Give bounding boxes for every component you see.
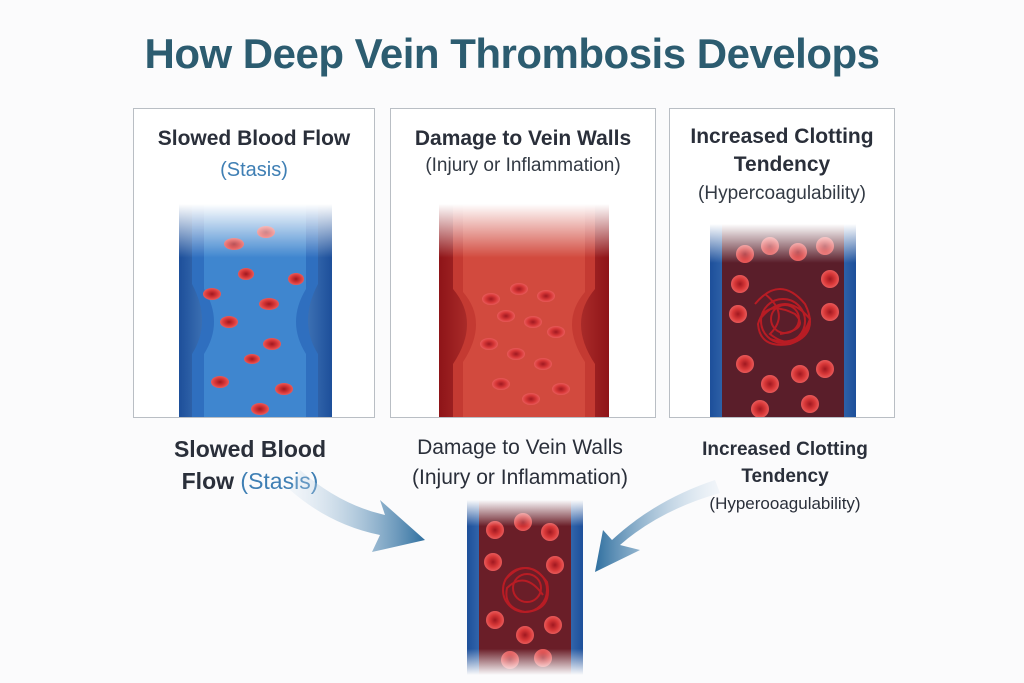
thrombosis-vein-illustration xyxy=(455,500,595,675)
clotting-panel-title-line2: Tendency xyxy=(733,153,831,176)
clotting-panel-subtitle: (Hypercoagulability) xyxy=(698,183,866,204)
damage-panel-subtitle: (Injury or Inflammation) xyxy=(425,155,621,176)
damaged-vein-illustration xyxy=(391,204,655,417)
stasis-vein-illustration xyxy=(134,204,374,417)
clotting-label-line2: Tendency xyxy=(741,466,829,487)
stasis-label-line2: Flow (Stasis) xyxy=(150,465,350,497)
clotting-label-line3: (Hyperooagulability) xyxy=(709,494,861,513)
stasis-label-highlight: (Stasis) xyxy=(240,468,319,494)
stasis-label-prefix: Flow xyxy=(181,468,235,494)
page-title: How Deep Vein Thrombosis Develops xyxy=(144,30,880,77)
stasis-panel-subtitle: (Stasis) xyxy=(220,159,288,181)
stasis-panel: Slowed Blood Flow (Stasis) xyxy=(133,108,375,418)
stasis-label-line1: Slowed Blood xyxy=(173,436,327,462)
damage-label: Damage to Vein Walls (Injury or Inflamma… xyxy=(380,433,660,493)
damage-label-line2: (Injury or Inflammation) xyxy=(412,466,628,489)
damage-panel-title: Damage to Vein Walls xyxy=(414,127,632,150)
stasis-panel-title: Slowed Blood Flow xyxy=(157,127,351,150)
stasis-label: Slowed Blood Flow (Stasis) xyxy=(150,433,350,497)
clotting-vein-illustration xyxy=(670,224,894,417)
damage-label-line1: Damage to Vein Walls xyxy=(417,436,623,459)
clotting-label-line1: Increased Clotting xyxy=(702,439,868,460)
clotting-panel-title-line1: Increased Clotting xyxy=(690,125,874,148)
clotting-label: Increased Clotting Tendency (Hyperooagul… xyxy=(680,436,890,517)
damage-panel: Damage to Vein Walls (Injury or Inflamma… xyxy=(390,108,656,418)
clotting-panel: Increased Clotting Tendency (Hypercoagul… xyxy=(669,108,895,418)
